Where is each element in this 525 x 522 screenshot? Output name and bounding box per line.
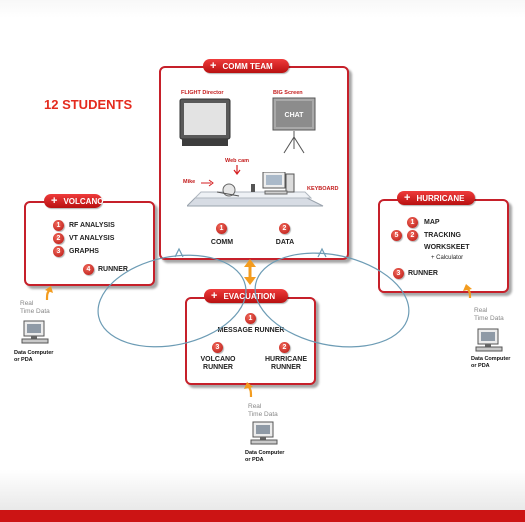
map-number: 1 <box>407 217 418 228</box>
evacuation-panel: 1 MESSAGE RUNNER 3 VOLCANO RUNNER 2 HURR… <box>185 297 316 385</box>
data-computer-label-left: Data Computer <box>14 350 54 356</box>
calculator-label: + Calculator <box>431 255 464 261</box>
flight-director-label: FLIGHT Director <box>181 90 224 96</box>
rf-analysis-number: 1 <box>53 220 64 231</box>
web-cam-arrow-icon <box>233 165 241 175</box>
right-connection-loop <box>254 252 410 348</box>
evacuation-title: EVACUATION <box>223 291 276 301</box>
plus-icon: + <box>404 192 411 204</box>
extra-number: 5 <box>391 230 402 241</box>
loop-arrowhead-left <box>174 247 184 258</box>
data-computer-label-bottom: Data Computer <box>245 450 285 456</box>
big-screen-label: BIG Screen <box>273 90 303 96</box>
volcano-runner-evac-number: 3 <box>212 342 223 353</box>
time-data-label-left: Time Data <box>20 308 50 315</box>
message-runner-number: 1 <box>245 313 256 324</box>
screen-chat-text: CHAT <box>284 112 304 119</box>
volcano-title: VOLCANO <box>63 196 104 206</box>
students-count-title: 12 STUDENTS <box>44 97 133 112</box>
tracking-number: 2 <box>407 230 418 241</box>
hurricane-runner-evac-label1: HURRICANE <box>265 356 307 363</box>
map-label: MAP <box>424 219 440 226</box>
time-data-label-right: Time Data <box>474 315 504 322</box>
hurricane-runner-number: 3 <box>393 268 404 279</box>
comm-role-label: COMM <box>210 239 234 246</box>
plus-icon: + <box>210 60 217 72</box>
web-cam-label: Web cam <box>225 158 250 164</box>
computer-icon-right <box>475 328 503 352</box>
double-arrow-icon <box>244 259 256 285</box>
rf-analysis-label: RF ANALYSIS <box>69 222 115 229</box>
bottom-bar <box>0 510 525 522</box>
loop-arrowhead-right <box>317 247 327 258</box>
tv-monitor-icon <box>179 98 231 146</box>
mike-label: Mike <box>183 179 196 185</box>
vt-analysis-label: VT ANALYSIS <box>69 235 115 242</box>
hurricane-runner-label: RUNNER <box>408 270 438 277</box>
data-role-number: 2 <box>279 223 290 234</box>
comm-team-header: + COMM TEAM <box>203 59 289 73</box>
microphone-icon <box>201 179 214 187</box>
comm-role-number: 1 <box>216 223 227 234</box>
or-pda-label-left: or PDA <box>14 357 33 363</box>
floor-gradient <box>0 470 525 510</box>
volcano-runner-evac-label1: VOLCANO <box>200 356 236 363</box>
vt-analysis-number: 2 <box>53 233 64 244</box>
volcano-header: + VOLCANO <box>44 194 104 208</box>
or-pda-label-bottom: or PDA <box>245 457 264 463</box>
real-label-bottom: Real <box>248 403 262 410</box>
graphs-number: 3 <box>53 246 64 257</box>
volcano-runner-label: RUNNER <box>98 266 128 273</box>
comm-team-title: COMM TEAM <box>222 61 273 71</box>
worksheet-label: WORKSKEET <box>424 244 470 251</box>
data-role-label: DATA <box>275 239 295 246</box>
hurricane-panel: 1 MAP 5 2 TRACKING WORKSKEET + Calculato… <box>378 199 509 293</box>
projector-screen-icon <box>272 97 316 154</box>
tracking-label: TRACKING <box>424 232 461 239</box>
left-connection-loop <box>97 254 247 348</box>
plus-icon: + <box>51 195 58 207</box>
graphs-label: GRAPHS <box>69 248 99 255</box>
hurricane-runner-evac-label2: RUNNER <box>271 364 301 371</box>
computer-icon-bottom <box>250 421 278 445</box>
plus-icon: + <box>211 290 218 302</box>
volcano-runner-evac-label2: RUNNER <box>203 364 233 371</box>
top-band <box>0 0 525 18</box>
volcano-panel: 1 RF ANALYSIS 2 VT ANALYSIS 3 GRAPHS 4 R… <box>24 201 155 286</box>
volcano-runner-number: 4 <box>83 264 94 275</box>
hurricane-runner-evac-number: 2 <box>279 342 290 353</box>
or-pda-label-right: or PDA <box>471 363 490 369</box>
real-label-left: Real <box>20 300 34 307</box>
message-runner-label: MESSAGE RUNNER <box>217 327 285 334</box>
computer-icon-left <box>21 320 49 344</box>
keyboard-label: KEYBOARD <box>307 186 339 192</box>
desk-workstation-icon <box>187 172 324 207</box>
data-computer-label-right: Data Computer <box>471 356 511 362</box>
real-label-right: Real <box>474 307 488 314</box>
hurricane-title: HURRICANE <box>416 193 465 203</box>
time-data-label-bottom: Time Data <box>248 411 278 418</box>
hurricane-header: + HURRICANE <box>397 191 475 205</box>
